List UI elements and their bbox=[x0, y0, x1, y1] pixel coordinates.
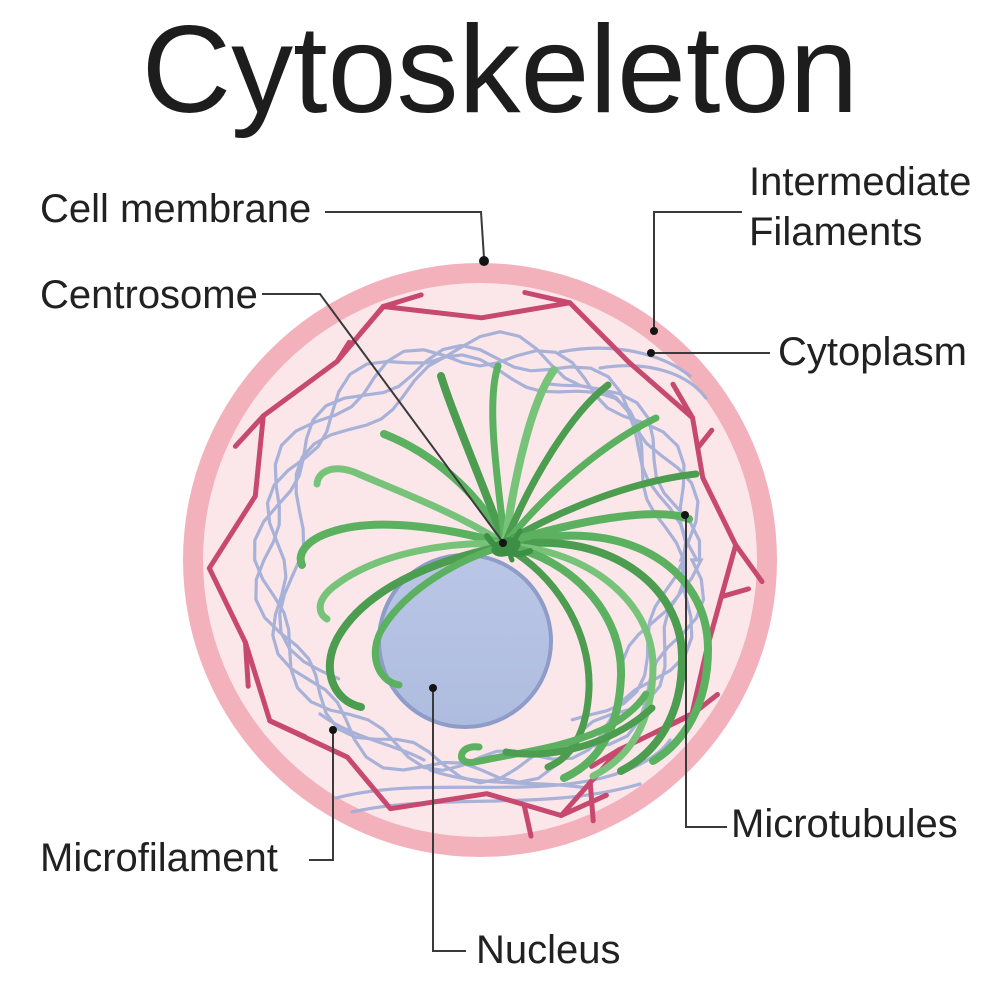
label-centrosome: Centrosome bbox=[40, 273, 258, 317]
centrosome-shape bbox=[484, 528, 533, 563]
label-microfilament: Microfilament bbox=[40, 836, 278, 880]
label-intermediate-filaments-line1: Intermediate bbox=[749, 160, 972, 204]
label-nucleus: Nucleus bbox=[476, 928, 621, 972]
page-title: Cytoskeleton bbox=[141, 1, 859, 139]
label-cytoplasm: Cytoplasm bbox=[778, 330, 967, 374]
leader-lines bbox=[262, 211, 770, 952]
label-microtubules: Microtubules bbox=[731, 802, 958, 846]
leader-dots bbox=[329, 256, 689, 734]
label-cell-membrane: Cell membrane bbox=[40, 187, 312, 231]
label-intermediate-filaments: Intermediate Filaments bbox=[749, 157, 971, 257]
microtubules-group bbox=[296, 362, 713, 782]
label-intermediate-filaments-line2: Filaments bbox=[749, 210, 923, 254]
